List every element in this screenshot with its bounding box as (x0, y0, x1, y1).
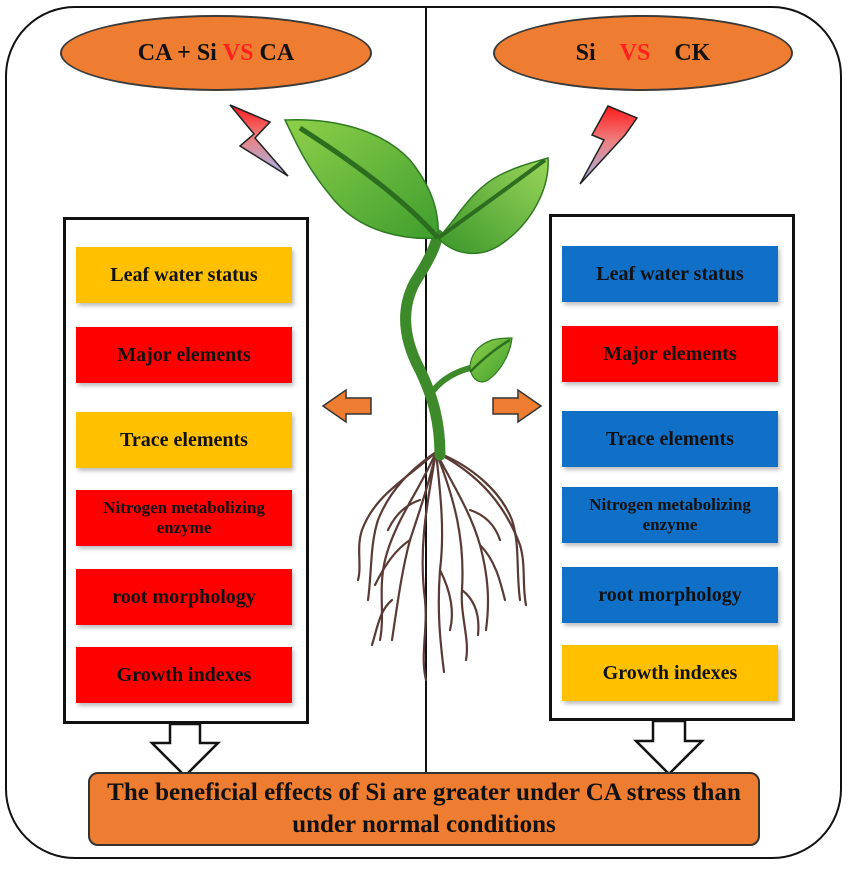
right-item-trace-elements: Trace elements (562, 411, 778, 467)
diagram-frame (5, 6, 842, 859)
plant-leaves-icon (283, 119, 549, 383)
right-down-arrow-icon (632, 719, 706, 776)
right-arrow-icon (492, 388, 543, 424)
left-down-arrow-icon (148, 722, 222, 778)
right-item-nitrogen-metabolizing-enzyme: Nitrogen metabolizing enzyme (562, 487, 778, 543)
right-lightning-icon (579, 105, 639, 185)
left-comparison-vs: VS (222, 39, 254, 66)
left-item-major-elements: Major elements (76, 327, 292, 383)
right-item-major-elements: Major elements (562, 326, 778, 382)
root-system-icon (356, 450, 528, 682)
left-arrow-icon (321, 388, 372, 424)
left-lightning-icon (229, 104, 289, 177)
left-item-trace-elements: Trace elements (76, 412, 292, 468)
right-item-root-morphology: root morphology (562, 567, 778, 623)
summary-conclusion: The beneficial effects of Si are greater… (88, 772, 760, 846)
right-comparison-header: Si VS CK (493, 15, 793, 91)
left-comparison-header: CA + Si VS CA (60, 15, 372, 91)
right-comparison-vs: VS (619, 39, 651, 66)
left-item-root-morphology: root morphology (76, 569, 292, 625)
right-panel: Leaf water status Major elements Trace e… (549, 214, 795, 721)
left-comparison-part2: CA (259, 39, 295, 66)
left-comparison-part1: CA + Si (137, 39, 217, 66)
right-item-growth-indexes: Growth indexes (562, 645, 778, 701)
left-panel: Leaf water status Major elements Trace e… (63, 217, 309, 724)
right-comparison-part2: CK (674, 39, 711, 66)
right-item-leaf-water-status: Leaf water status (562, 246, 778, 302)
right-comparison-part1: Si (575, 39, 596, 66)
left-item-growth-indexes: Growth indexes (76, 647, 292, 703)
plant-stem-icon (400, 229, 473, 461)
left-item-leaf-water-status: Leaf water status (76, 247, 292, 303)
left-item-nitrogen-metabolizing-enzyme: Nitrogen metabolizing enzyme (76, 490, 292, 546)
